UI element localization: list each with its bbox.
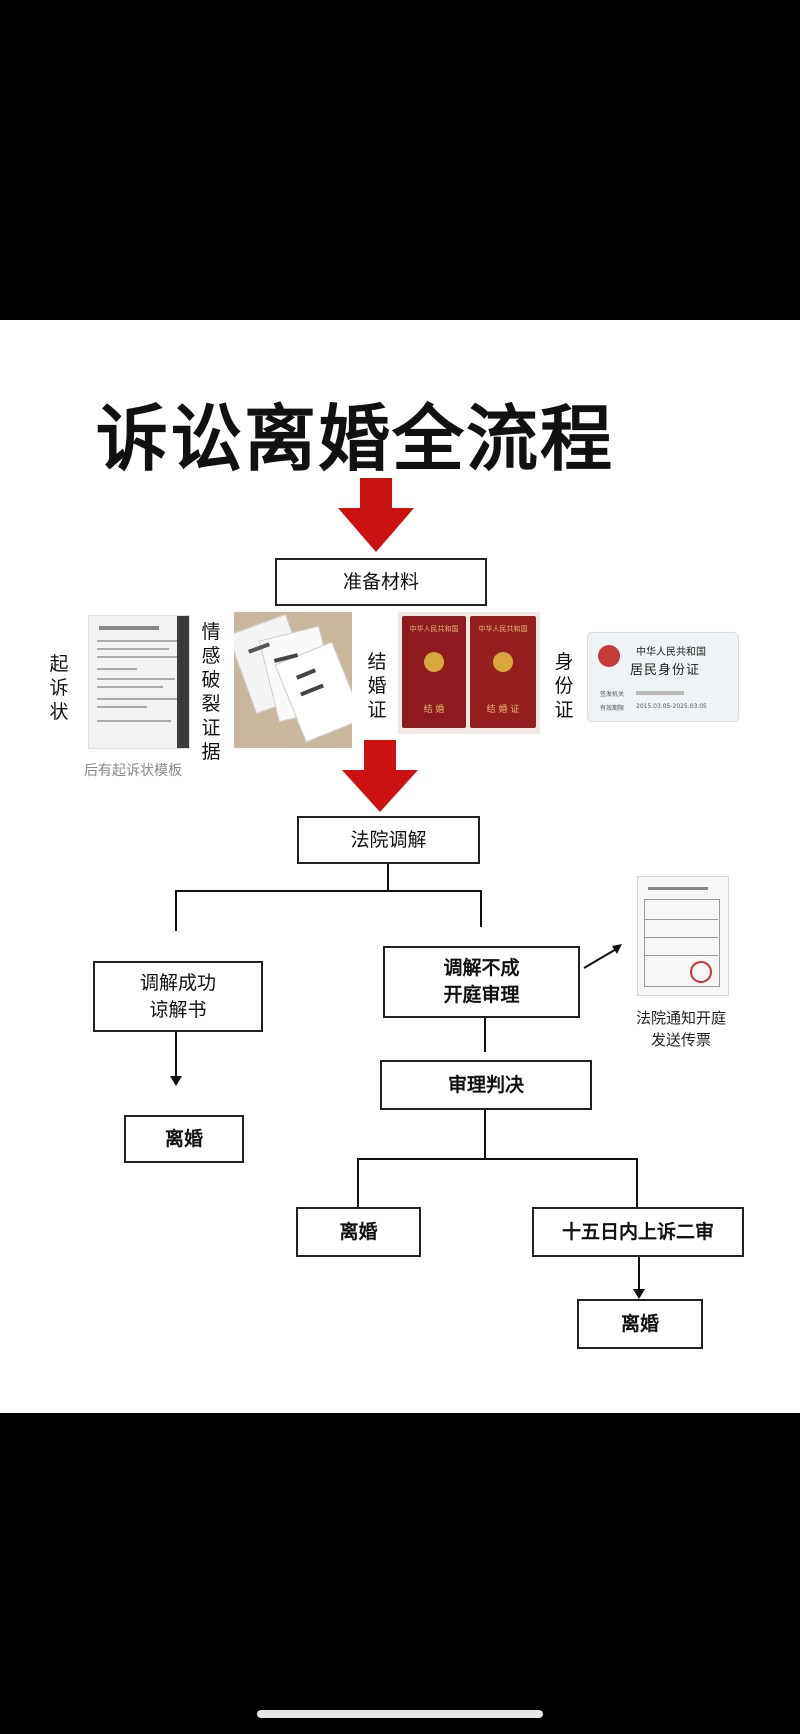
arrowhead-success [170, 1076, 182, 1086]
prepare-materials-box: 准备材料 [275, 558, 487, 606]
marriage-certificate-image: 中华人民共和国 结 婚 中华人民共和国 结 婚 证 [398, 612, 540, 734]
complaint-label: 起诉状 [49, 653, 69, 723]
national-emblem-icon [598, 645, 620, 667]
mediation-success-line2: 谅解书 [149, 998, 207, 1021]
complaint-document-image [88, 615, 190, 749]
connector-to-appeal [636, 1158, 638, 1208]
connector-fail-down [484, 1018, 486, 1052]
cert-emblem-1 [424, 652, 444, 672]
court-notice-caption: 法院通知开庭 发送传票 [628, 1007, 734, 1051]
arrow-to-summons [583, 944, 622, 969]
cert-label-1: 结 婚 [423, 705, 445, 715]
red-down-arrow-1 [338, 478, 414, 552]
court-summons-image [637, 876, 729, 996]
id-card-image: 中华人民共和国 居民身份证 签发机关 有效期限 2015.03.05-2025.… [587, 632, 739, 722]
diagram-panel: 诉讼离婚全流程 准备材料 起诉状 后有起诉状模板 情感破裂证据 结婚证 中华人民… [0, 320, 800, 1413]
connector-mediation-split [175, 890, 482, 892]
home-indicator[interactable] [257, 1710, 543, 1718]
id-title: 居民身份证 [630, 663, 701, 678]
mediation-success-line1: 调解成功 [139, 971, 216, 994]
complaint-caption: 后有起诉状模板 [84, 763, 182, 779]
id-row-1: 签发机关 [600, 691, 625, 698]
cert-header-2: 中华人民共和国 [478, 625, 528, 633]
red-seal-icon [690, 961, 712, 983]
mediation-success-box: 调解成功 谅解书 [93, 961, 263, 1032]
cert-label-2: 结 婚 证 [486, 705, 520, 715]
judgment-box: 审理判决 [380, 1060, 592, 1110]
divorce-left-box: 离婚 [124, 1115, 244, 1163]
connector-to-divorce-mid [357, 1158, 359, 1208]
cert-emblem-2 [493, 652, 513, 672]
divorce-right-box: 离婚 [577, 1299, 703, 1349]
appeal-box: 十五日内上诉二审 [532, 1207, 744, 1257]
connector-success-down [175, 1032, 177, 1080]
cert-header-1: 中华人民共和国 [409, 625, 459, 633]
id-row-2: 有效期限 [600, 705, 625, 712]
mediation-fail-line1: 调解不成 [443, 957, 520, 979]
connector-to-fail [480, 890, 482, 927]
connector-judgment-split [357, 1158, 638, 1160]
court-mediation-box: 法院调解 [297, 816, 480, 864]
divorce-mid-box: 离婚 [296, 1207, 421, 1257]
connector-to-success [175, 890, 177, 931]
id-dates: 2015.03.05-2025.03.05 [636, 703, 707, 710]
page-title: 诉讼离婚全流程 [96, 396, 615, 481]
mediation-fail-line2: 开庭审理 [443, 984, 520, 1006]
marriage-cert-label: 结婚证 [367, 651, 387, 721]
court-notice-line1: 法院通知开庭 [635, 1009, 726, 1027]
connector-judgment-down [484, 1110, 486, 1160]
arrowhead-appeal [633, 1289, 645, 1299]
id-header: 中华人民共和国 [636, 647, 706, 658]
court-notice-line2: 发送传票 [650, 1031, 711, 1049]
connector-appeal-down [638, 1257, 640, 1293]
id-card-label: 身份证 [554, 651, 574, 721]
mediation-fail-box: 调解不成 开庭审理 [383, 946, 580, 1018]
evidence-label: 情感破裂证据 [201, 621, 221, 763]
evidence-documents-image [234, 612, 352, 748]
connector-mediation-down [387, 864, 389, 892]
red-down-arrow-2 [342, 740, 418, 812]
